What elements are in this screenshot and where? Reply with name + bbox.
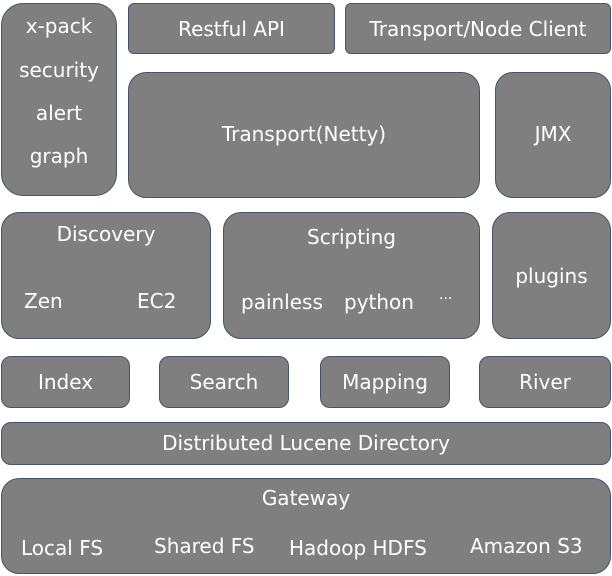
python-label: python: [344, 290, 414, 314]
jmx-box: JMX: [495, 72, 611, 198]
hadoop-hdfs-label: Hadoop HDFS: [289, 536, 427, 560]
transport-netty-box: Transport(Netty): [128, 72, 480, 198]
security-label: security: [19, 58, 99, 82]
xpack-label: x-pack: [25, 14, 93, 38]
mapping-label: Mapping: [342, 370, 428, 394]
discovery-box: Discovery Zen EC2: [1, 212, 211, 339]
shared-fs-label: Shared FS: [154, 534, 255, 558]
ec2-label: EC2: [137, 289, 177, 313]
plugins-box: plugins: [492, 212, 611, 339]
gateway-title: Gateway: [261, 486, 351, 510]
distributed-lucene-directory-box: Distributed Lucene Directory: [1, 422, 611, 465]
mapping-box: Mapping: [320, 356, 450, 408]
distributed-lucene-directory-label: Distributed Lucene Directory: [162, 431, 450, 455]
graph-label: graph: [29, 144, 89, 168]
scripting-box: Scripting painless python ···: [223, 212, 480, 339]
index-label: Index: [37, 370, 94, 394]
xpack-box: x-pack security alert graph: [1, 3, 117, 196]
river-label: River: [519, 370, 571, 394]
restful-api-box: Restful API: [128, 3, 335, 54]
search-box: Search: [159, 356, 289, 408]
zen-label: Zen: [24, 289, 63, 313]
plugins-label: plugins: [515, 264, 588, 288]
scripting-title: Scripting: [307, 225, 396, 249]
discovery-title: Discovery: [56, 222, 156, 246]
transport-node-client-label: Transport/Node Client: [369, 17, 587, 41]
search-label: Search: [189, 370, 259, 394]
restful-api-label: Restful API: [178, 17, 285, 41]
gateway-box: Gateway Local FS Shared FS Hadoop HDFS A…: [1, 478, 611, 574]
transport-node-client-box: Transport/Node Client: [345, 3, 611, 54]
jmx-label: JMX: [534, 122, 572, 146]
amazon-s3-label: Amazon S3: [470, 534, 583, 558]
river-box: River: [479, 356, 611, 408]
transport-netty-label: Transport(Netty): [221, 122, 387, 146]
index-box: Index: [1, 356, 130, 408]
local-fs-label: Local FS: [21, 536, 104, 560]
alert-label: alert: [35, 101, 83, 125]
painless-label: painless: [241, 290, 323, 314]
more-ellipsis: ···: [439, 291, 453, 307]
